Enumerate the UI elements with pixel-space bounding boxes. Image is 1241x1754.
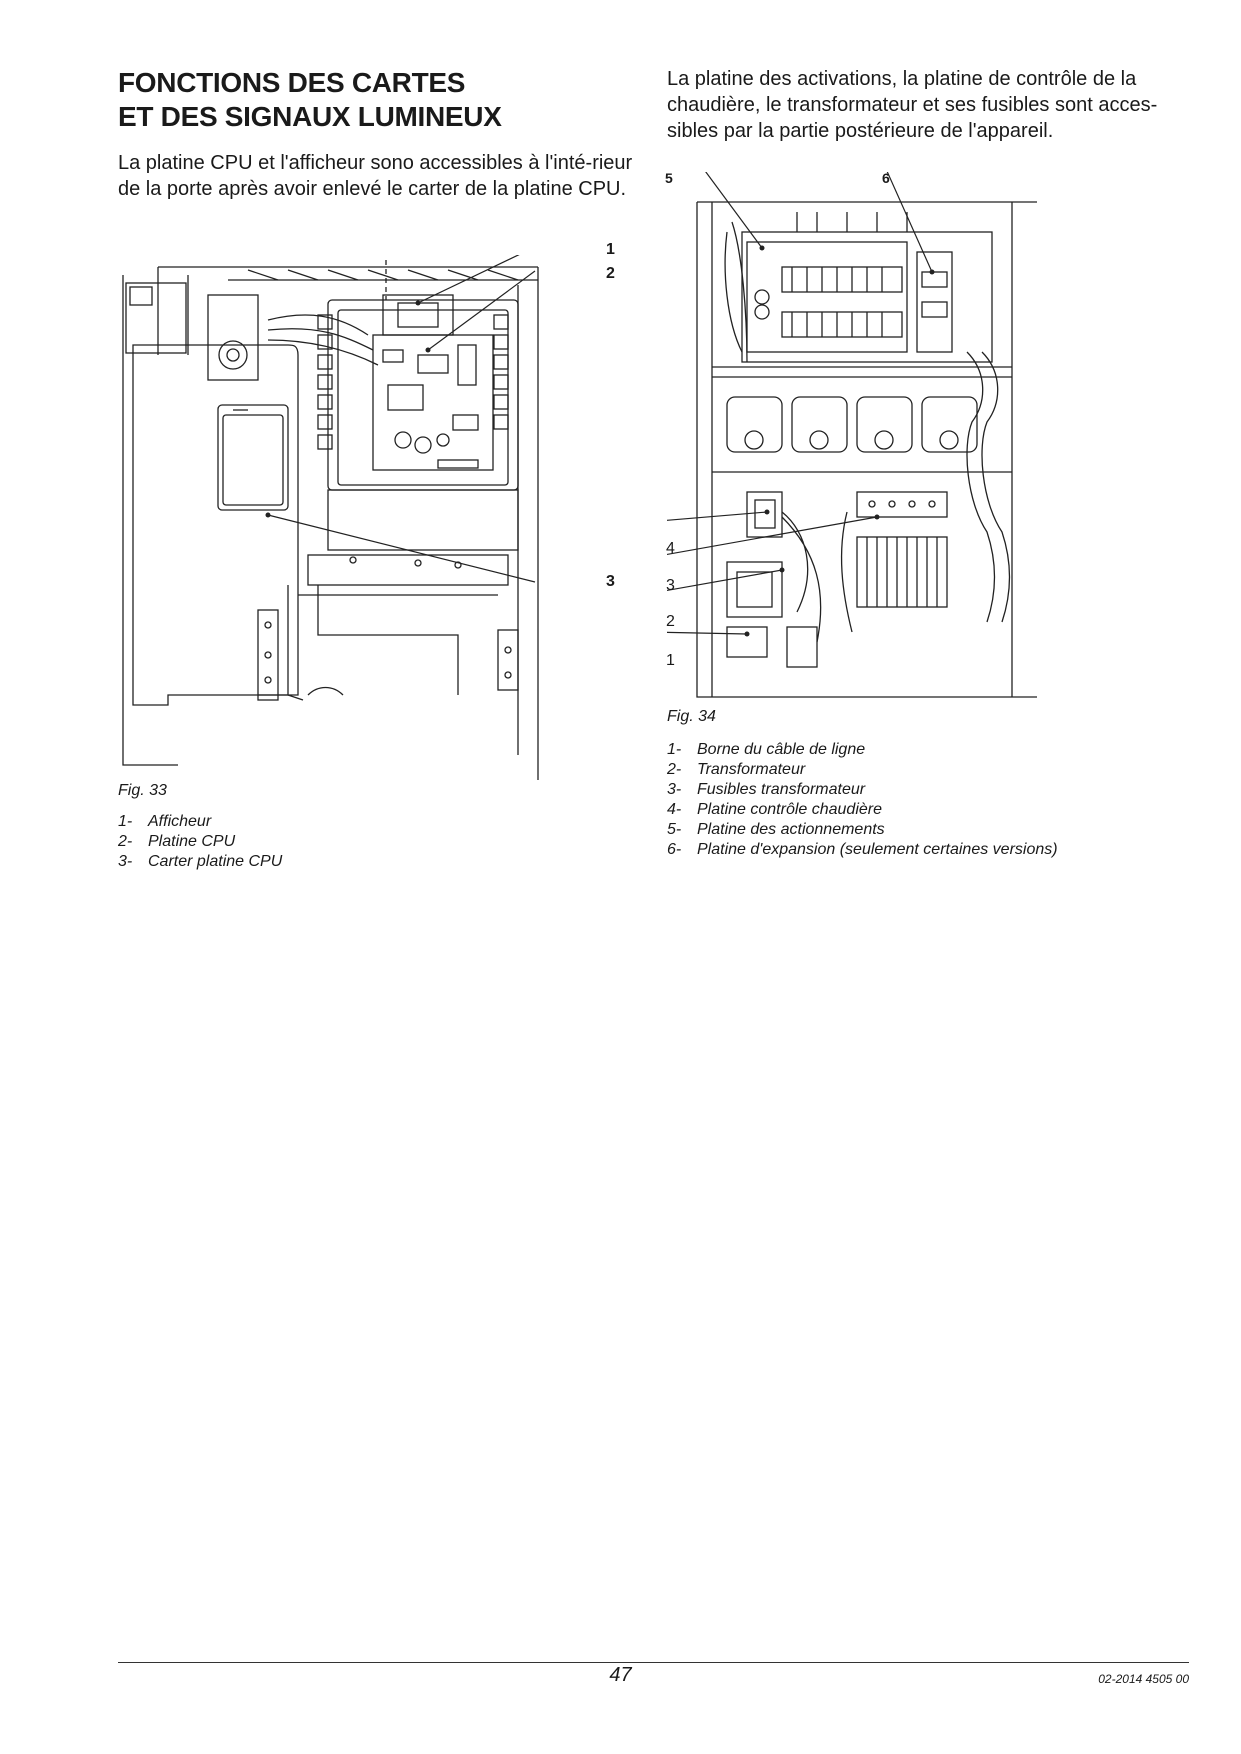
legend-num: 2- [118, 833, 133, 850]
legend-text: Platine des actionnements [697, 821, 885, 838]
fig33-caption: Fig. 33 [118, 782, 167, 799]
legend-num: 2- [667, 761, 682, 778]
legend-item: 3- Fusibles transformateur [667, 780, 1058, 800]
legend-item: 1- Afficheur [118, 812, 282, 832]
figure-33-illustration [122, 255, 539, 780]
legend-text: Carter platine CPU [148, 853, 283, 870]
legend-num: 4- [667, 801, 682, 818]
left-column: FONCTIONS DES CARTES ET DES SIGNAUX LUMI… [118, 66, 638, 202]
legend-num: 6- [667, 841, 682, 858]
figure-34 [667, 172, 1047, 712]
legend-num: 1- [667, 741, 682, 758]
legend-num: 5- [667, 821, 682, 838]
legend-text: Fusibles transformateur [697, 781, 866, 798]
legend-text: Platine d'expansion (seulement certaines… [697, 841, 1058, 858]
document-reference: 02-2014 4505 00 [1098, 1672, 1189, 1686]
fig34-callout-2: 2 [666, 613, 675, 630]
legend-item: 5- Platine des actionnements [667, 820, 1058, 840]
legend-text: Afficheur [148, 813, 212, 830]
figure-33: 1 2 3 [118, 241, 638, 780]
legend-num: 1- [118, 813, 133, 830]
fig34-callout-5: 5 [665, 170, 673, 186]
fig34-callout-6: 6 [882, 170, 890, 186]
section-title: FONCTIONS DES CARTES ET DES SIGNAUX LUMI… [118, 66, 638, 134]
legend-item: 2- Platine CPU [118, 832, 282, 852]
legend-text: Borne du câble de ligne [697, 741, 866, 758]
fig34-caption: Fig. 34 [667, 708, 716, 725]
figure-34-illustration [667, 172, 1037, 698]
legend-text: Transformateur [697, 761, 806, 778]
section-title-line1: FONCTIONS DES CARTES [118, 67, 466, 98]
legend-item: 3- Carter platine CPU [118, 852, 282, 872]
legend-text: Platine CPU [148, 833, 236, 850]
right-column: La platine des activations, la platine d… [667, 66, 1167, 144]
fig34-legend: 1- Borne du câble de ligne 2- Transformate… [667, 740, 1058, 860]
legend-num: 3- [118, 853, 133, 870]
fig34-callout-4: 4 [666, 540, 675, 557]
fig34-callout-3: 3 [666, 577, 675, 594]
fig33-legend: 1- Afficheur 2- Platine CPU 3- Carter plati… [118, 812, 282, 872]
legend-item: 2- Transformateur [667, 760, 1058, 780]
fig33-callout-1: 1 [606, 241, 615, 258]
legend-text: Platine contrôle chaudière [697, 801, 883, 818]
legend-item: 4- Platine contrôle chaudière [667, 800, 1058, 820]
fig34-callout-1: 1 [666, 652, 675, 669]
intro-paragraph: La platine CPU et l'afficheur sono acces… [118, 152, 633, 200]
section-title-line2: ET DES SIGNAUX LUMINEUX [118, 101, 502, 132]
legend-num: 3- [667, 781, 682, 798]
legend-item: 6- Platine d'expansion (seulement certain… [667, 840, 1058, 860]
fig33-callout-3: 3 [606, 573, 615, 590]
right-intro-paragraph: La platine des activations, la platine d… [667, 68, 1158, 142]
legend-item: 1- Borne du câble de ligne [667, 740, 1058, 760]
footer-divider [118, 1662, 1189, 1663]
fig33-callout-2: 2 [606, 265, 615, 282]
page-number: 47 [609, 1664, 632, 1686]
